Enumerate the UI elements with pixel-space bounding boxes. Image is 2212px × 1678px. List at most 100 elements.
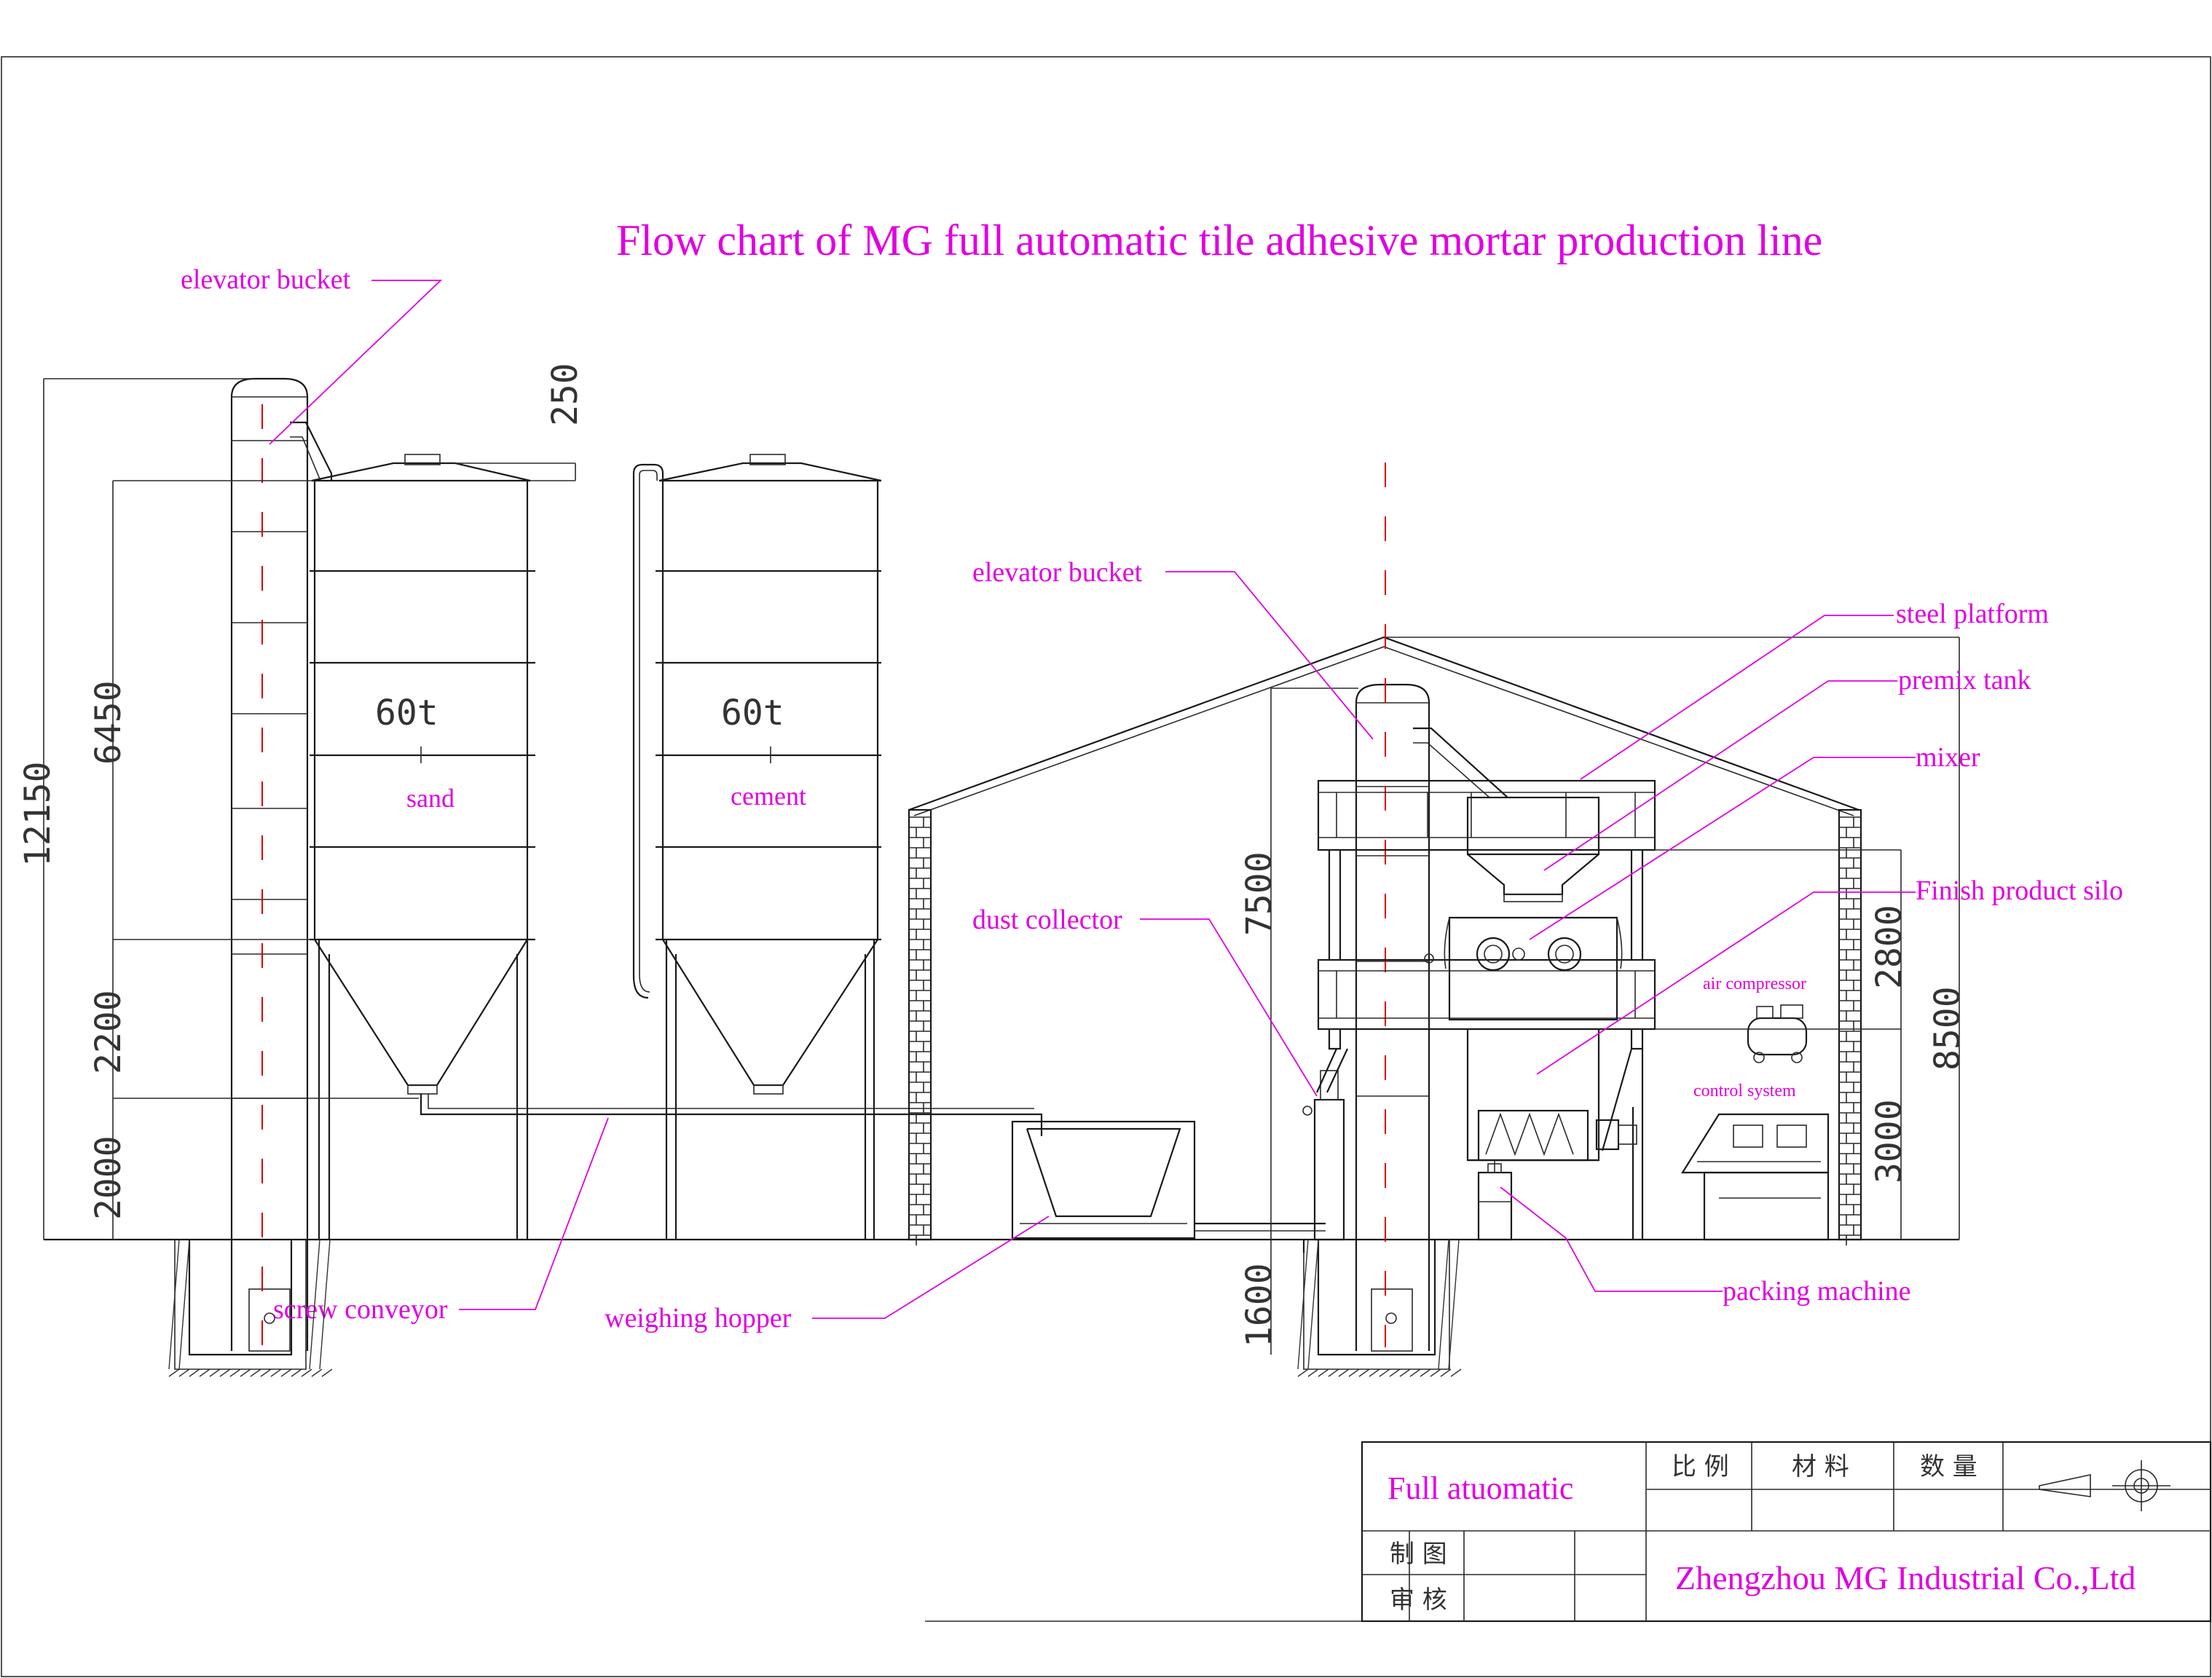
sand-silo-material: sand xyxy=(406,784,454,813)
dust-collector xyxy=(1302,1070,1345,1253)
right-elevator-pit xyxy=(1303,1240,1450,1370)
ground-hatch xyxy=(1438,1239,1449,1370)
title-block-checked: 审 核 xyxy=(1390,1586,1447,1615)
dim-plant-height: 8500 xyxy=(1927,986,1968,1071)
ground-hatch xyxy=(1328,1368,1339,1377)
label-packing-machine: packing machine xyxy=(1723,1276,1911,1307)
ground-hatch xyxy=(189,1368,200,1377)
premix-tank xyxy=(1466,796,1600,902)
dim-silo-top-offset: 250 xyxy=(545,363,586,426)
ground-hatch xyxy=(250,1368,261,1377)
brick-courses xyxy=(1839,816,1861,1245)
weighing-hopper xyxy=(1011,1120,1326,1240)
ground-hatch xyxy=(1307,1239,1319,1370)
ground-hatch xyxy=(199,1368,210,1377)
label-premix-tank: premix tank xyxy=(1898,665,2031,696)
ground-hatch xyxy=(1399,1368,1411,1377)
ground-hatch xyxy=(1318,1368,1329,1377)
screw-conveyor xyxy=(420,1094,1043,1136)
title-block-product: Full atuomatic xyxy=(1388,1470,1573,1506)
right-elevator-bucket xyxy=(1355,462,1508,1352)
title-block-material: 材 料 xyxy=(1792,1452,1849,1481)
workshop-building xyxy=(908,636,1959,1245)
ground-hatch xyxy=(1409,1368,1421,1377)
ground-hatch xyxy=(319,1239,331,1370)
dimensions-left xyxy=(43,378,576,1240)
dim-overall-height: 12150 xyxy=(17,762,58,867)
ground-hatch xyxy=(1297,1368,1309,1377)
label-finish-product-silo: Finish product silo xyxy=(1916,875,2123,906)
ground-hatch xyxy=(291,1368,302,1377)
ground-hatch xyxy=(1348,1368,1360,1377)
ground-hatch xyxy=(1297,1239,1309,1370)
ground-hatch xyxy=(1440,1368,1452,1377)
ground-hatch xyxy=(1448,1239,1460,1370)
mixer xyxy=(1424,916,1623,1021)
sand-silo: 60t sand xyxy=(310,454,535,1240)
packing-machine xyxy=(1477,1160,1513,1241)
label-steel-platform: steel platform xyxy=(1896,599,2049,629)
ground-hatch xyxy=(1379,1368,1390,1377)
cement-silo-capacity: 60t xyxy=(721,693,784,733)
label-mixer: mixer xyxy=(1916,742,1980,773)
ground-hatch xyxy=(1420,1368,1431,1377)
annotation-leaders xyxy=(269,280,1916,1319)
ground-hatch xyxy=(321,1368,333,1377)
dimensions-right xyxy=(1270,637,1960,1355)
ground-hatch xyxy=(260,1368,272,1377)
ground-hatch xyxy=(1338,1368,1350,1377)
title-block-quantity: 数 量 xyxy=(1920,1452,1977,1481)
title-block-scale: 比 例 xyxy=(1672,1452,1729,1481)
ground-hatch xyxy=(178,1239,190,1370)
finish-product-silo xyxy=(1466,1028,1637,1162)
ground-hatching xyxy=(168,1239,1462,1377)
label-dust-collector: dust collector xyxy=(972,905,1122,935)
dim-silo-body: 6450 xyxy=(88,680,129,765)
ground-hatch xyxy=(301,1368,312,1377)
ground-hatch xyxy=(280,1368,292,1377)
title-block xyxy=(925,1441,2212,1623)
label-control-system: control system xyxy=(1693,1082,1796,1100)
brick-courses xyxy=(909,816,931,1245)
dim-pit-depth: 1600 xyxy=(1239,1263,1280,1347)
left-elevator-bucket xyxy=(230,377,333,1352)
diagram-title: Flow chart of MG full automatic tile adh… xyxy=(616,216,1822,264)
dim-silo-cone: 2200 xyxy=(88,990,129,1074)
ground-hatch xyxy=(1369,1368,1380,1377)
dim-platform-lower: 3000 xyxy=(1869,1099,1910,1183)
air-compressor xyxy=(1747,1004,1808,1063)
cement-silo-material: cement xyxy=(731,781,806,811)
ground-hatch xyxy=(178,1368,190,1377)
sheet-border xyxy=(1,56,2211,1677)
dim-platform-upper: 2800 xyxy=(1869,905,1910,989)
ground-hatch xyxy=(1389,1368,1401,1377)
ground-hatch xyxy=(1430,1368,1441,1377)
ground-hatch xyxy=(311,1368,323,1377)
label-weighing-hopper: weighing hopper xyxy=(605,1303,792,1334)
ground-hatch xyxy=(209,1368,221,1377)
control-system xyxy=(1681,1113,1830,1241)
label-air-compressor: air compressor xyxy=(1703,974,1806,993)
ground-hatch xyxy=(219,1368,231,1377)
ground-hatch xyxy=(1358,1368,1370,1377)
ground-hatch xyxy=(168,1368,180,1377)
steel-platform xyxy=(1315,779,1656,1240)
ground-hatch xyxy=(309,1239,320,1370)
label-elevator-bucket-left: elevator bucket xyxy=(181,264,351,295)
ground-hatch xyxy=(1307,1368,1319,1377)
ground-hatch xyxy=(270,1368,282,1377)
ground-hatch xyxy=(229,1368,241,1377)
title-block-drawn: 制 图 xyxy=(1390,1540,1447,1569)
cement-silo: 60t cement xyxy=(632,454,882,1240)
sand-silo-capacity: 60t xyxy=(375,693,438,733)
ground-hatch xyxy=(240,1368,251,1377)
ground-hatch xyxy=(168,1239,180,1370)
title-block-company: Zhengzhou MG Industrial Co.,Ltd xyxy=(1675,1559,2136,1596)
dim-workshop-height: 7500 xyxy=(1239,851,1280,936)
label-elevator-bucket-right: elevator bucket xyxy=(972,557,1143,588)
dim-silo-legs: 2000 xyxy=(88,1135,129,1220)
ground-hatch xyxy=(1450,1368,1462,1377)
label-screw-conveyor: screw conveyor xyxy=(273,1294,448,1325)
